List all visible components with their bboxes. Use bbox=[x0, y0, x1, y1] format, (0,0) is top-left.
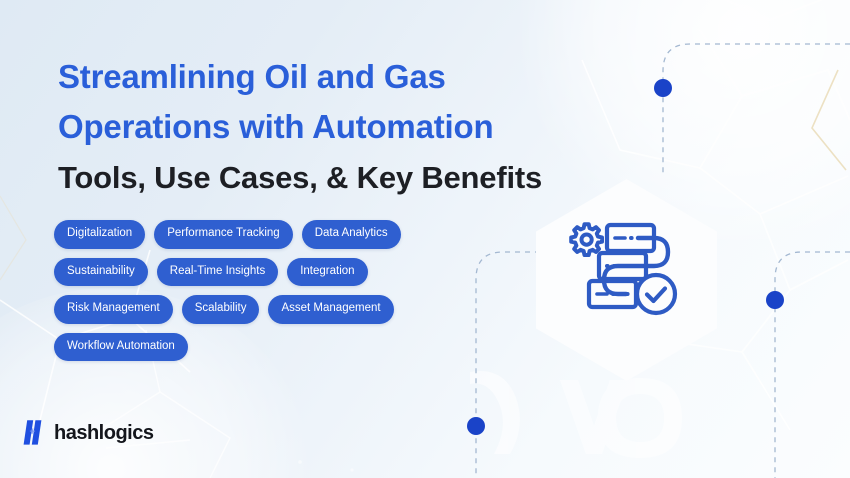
process-node-bottom bbox=[586, 278, 639, 310]
tag-pill-row: Sustainability Real-Time Insights Integr… bbox=[54, 257, 454, 286]
tag-pill-asset-management[interactable]: Asset Management bbox=[268, 295, 394, 324]
tag-pill-data-analytics[interactable]: Data Analytics bbox=[301, 220, 401, 249]
process-node-top bbox=[604, 222, 657, 254]
check-circle-icon bbox=[634, 272, 678, 316]
tag-pill-row: Workflow Automation bbox=[54, 332, 454, 361]
page-title-line-2: Operations with Automation bbox=[58, 107, 494, 145]
page-subtitle: Tools, Use Cases, & Key Benefits bbox=[58, 160, 543, 195]
tag-pill-digitalization[interactable]: Digitalization bbox=[54, 220, 146, 249]
tag-pill-sustainability[interactable]: Sustainability bbox=[54, 257, 148, 286]
tag-pill-real-time-insights[interactable]: Real-Time Insights bbox=[156, 257, 279, 286]
connector-dot-bottom bbox=[467, 417, 485, 435]
page-title-line-1: Streamlining Oil and Gas bbox=[58, 58, 446, 95]
headline-block: Streamlining Oil and Gas Operations with… bbox=[58, 52, 578, 199]
tag-pill-workflow-automation[interactable]: Workflow Automation bbox=[54, 332, 188, 361]
tag-pill-scalability[interactable]: Scalability bbox=[181, 295, 260, 324]
brand-logo-text: hashlogics bbox=[54, 421, 154, 444]
tag-pill-row: Digitalization Performance Tracking Data… bbox=[54, 220, 454, 249]
tag-pill-row: Risk Management Scalability Asset Manage… bbox=[54, 295, 454, 324]
illustration-hexagon-inner bbox=[536, 179, 717, 381]
brand-logo[interactable]: hashlogics bbox=[20, 419, 154, 446]
gear-icon bbox=[569, 222, 604, 257]
tag-pill-risk-management[interactable]: Risk Management bbox=[54, 295, 173, 324]
connector-dot-right bbox=[766, 291, 784, 309]
tag-pill-integration[interactable]: Integration bbox=[287, 257, 368, 286]
hashlogics-logo-mark bbox=[23, 420, 42, 445]
automation-workflow-illustration bbox=[569, 222, 678, 316]
connector-dot-top-right bbox=[654, 79, 672, 97]
tag-pill-performance-tracking[interactable]: Performance Tracking bbox=[154, 220, 293, 249]
illustration-hexagon-card bbox=[536, 179, 717, 381]
tag-pill-group: Digitalization Performance Tracking Data… bbox=[54, 220, 454, 370]
